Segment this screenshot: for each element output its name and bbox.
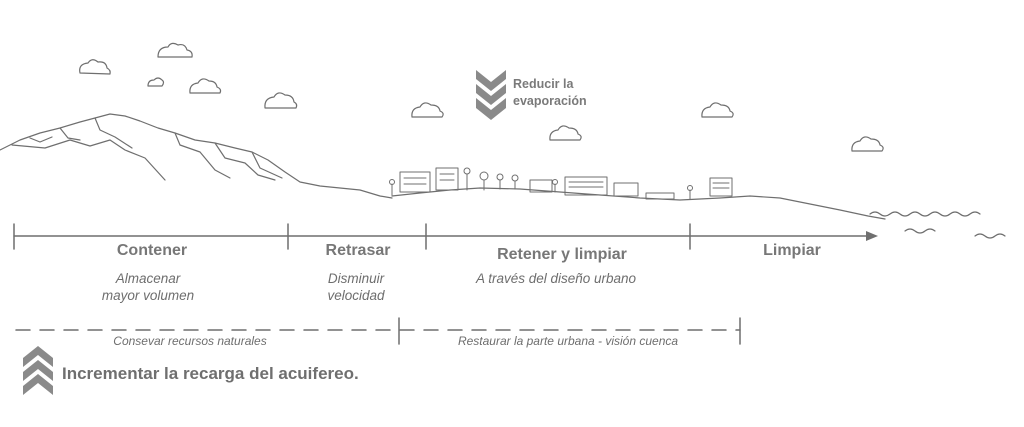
recharge-label: Incrementar la recarga del acuifereo.: [62, 364, 359, 383]
sea-waves: [869, 211, 1006, 239]
evaporation-label: Reducir la evaporación: [513, 76, 587, 110]
clouds: [79, 42, 884, 152]
stage-title-contener: Contener: [116, 242, 188, 259]
dashed-label-left: Consevar recursos naturales: [113, 334, 267, 348]
timeline-arrowhead: [866, 231, 878, 241]
dashed-line: [15, 317, 741, 345]
stage-desc-retrasar-line-1: Disminuir: [327, 271, 385, 286]
stage-title-retrasar: Retrasar: [325, 242, 391, 259]
stage-desc-retrasar-line-2: velocidad: [327, 288, 385, 303]
stage-desc-contener-line-1: Almacenar: [115, 271, 181, 286]
stage-desc-contener: Almacenar mayor volumen: [48, 270, 248, 304]
city-buildings: [389, 167, 733, 200]
stage-title-limpiar: Limpiar: [763, 242, 821, 259]
dashed-label-right: Restaurar la parte urbana - visión cuenc…: [457, 334, 679, 348]
chevron-down-icon: [476, 70, 506, 120]
stage-desc-retener: A través del diseño urbano: [475, 271, 637, 286]
chevron-up-icon: [23, 346, 53, 395]
stage-desc-contener-line-2: mayor volumen: [101, 288, 195, 303]
timeline-axis: [13, 223, 873, 250]
evaporation-line-2: evaporación: [513, 94, 587, 108]
mountain: [0, 113, 393, 199]
stage-title-retener: Retener y limpiar: [497, 246, 627, 263]
stage-desc-retrasar: Disminuir velocidad: [296, 270, 416, 304]
evaporation-line-1: Reducir la: [513, 77, 574, 91]
